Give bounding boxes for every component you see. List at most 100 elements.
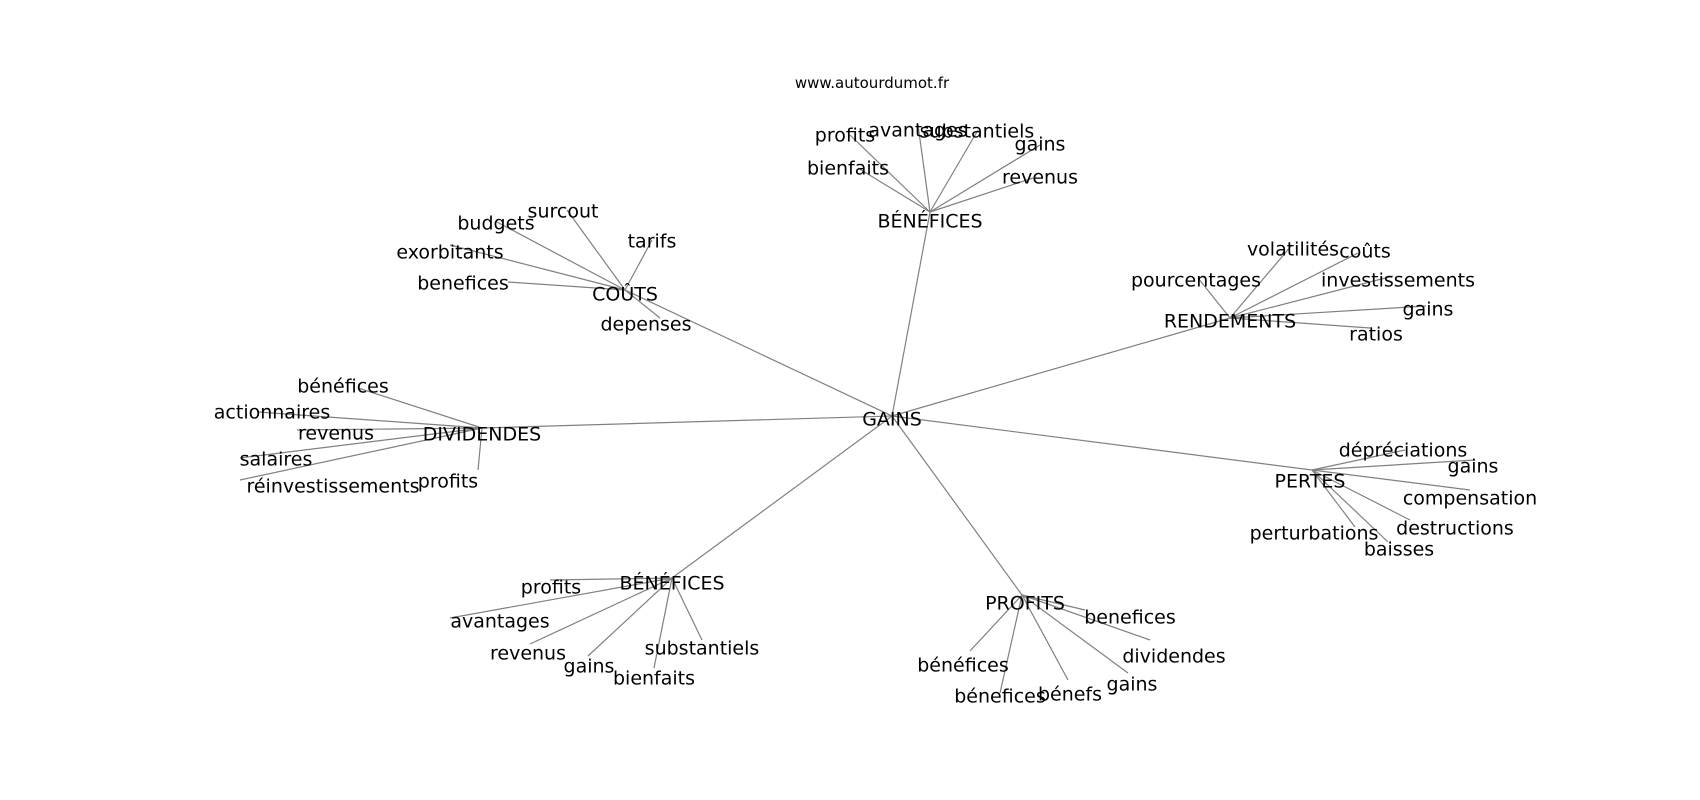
edge-hub-to-leaf (1021, 594, 1151, 641)
edge-hub-to-leaf (1311, 449, 1406, 471)
edge-hub-to-leaf (1229, 244, 1293, 319)
leaf-node-label: bénéfices (297, 376, 388, 398)
leaf-node-label: substantiels (920, 121, 1035, 143)
edge-hub-to-leaf (549, 577, 673, 581)
leaf-node-label: avantages (868, 120, 967, 142)
leaf-node-label: revenus (490, 643, 566, 665)
leaf-node-label: profits (418, 471, 478, 493)
leaf-node-label: bénefs (1038, 684, 1102, 706)
hub-node-label: PROFITS (985, 593, 1065, 615)
leaf-node-label: actionnaires (214, 402, 330, 424)
hub-node-label: BÉNÉFICES (619, 572, 724, 595)
edge-hub-to-leaf (257, 411, 483, 429)
leaf-node-label: avantages (450, 611, 549, 633)
hub-node-label: PERTES (1275, 471, 1346, 493)
edge-root-to-hub (891, 415, 1023, 596)
edge-hub-to-leaf (1197, 277, 1231, 319)
edge-hub-to-leaf (1229, 275, 1394, 319)
edge-root-to-hub (891, 211, 931, 417)
edge-hub-to-leaf (999, 594, 1023, 694)
edge-hub-to-leaf (929, 144, 1041, 213)
edge-hub-to-leaf (969, 594, 1023, 652)
edge-hub-to-leaf (624, 289, 661, 319)
leaf-node-label: bénefices (954, 686, 1045, 708)
leaf-node-label: profits (521, 577, 581, 599)
leaf-node-label: perturbations (1250, 523, 1379, 545)
leaf-node-label: bienfaits (807, 158, 889, 180)
edge-hub-to-leaf (857, 167, 931, 213)
edge-hub-to-leaf (529, 577, 673, 645)
hub-node-label: COÛTS (592, 282, 658, 306)
leaf-node-label: investissements (1321, 270, 1475, 292)
leaf-node-label: baisses (1364, 539, 1434, 561)
edge-hub-to-leaf (653, 577, 673, 669)
edge-hub-to-leaf (507, 281, 626, 291)
leaf-node-label: réinvestissements (246, 476, 419, 498)
edge-hub-to-leaf (1311, 469, 1471, 491)
leaf-node-label: coûts (1339, 241, 1390, 263)
edge-root-to-hub (891, 317, 1231, 417)
leaf-node-label: destructions (1396, 518, 1514, 540)
edge-hub-to-leaf (624, 239, 653, 291)
leaf-node-label: gains (564, 656, 615, 678)
edge-hub-to-leaf (449, 244, 626, 291)
edge-hub-to-leaf (449, 577, 673, 619)
edge-hub-to-leaf (357, 387, 483, 429)
leaf-node-label: surcout (528, 201, 599, 223)
leaf-node-label: tarifs (628, 231, 677, 253)
leaf-node-label: ratios (1349, 324, 1403, 346)
leaf-node-label: revenus (1002, 167, 1078, 189)
leaf-node-label: volatilités (1247, 239, 1339, 261)
edge-hub-to-leaf (1021, 594, 1129, 674)
edge-hub-to-leaf (849, 134, 931, 213)
edge-hub-to-leaf (496, 221, 626, 291)
edge-hub-to-leaf (239, 427, 483, 481)
cluster-nodes: BÉNÉFICESprofitsavantagessubstantielsgai… (214, 120, 1537, 708)
edge-hub-to-leaf (477, 427, 483, 471)
edge-root-to-hub (891, 415, 1313, 471)
leaf-node-label: dividendes (1122, 646, 1225, 668)
edge-hub-to-leaf (1311, 469, 1389, 543)
hub-node-label: BÉNÉFICES (877, 210, 982, 233)
edge-hub-to-leaf (239, 427, 483, 459)
edge-root-to-hub (481, 415, 893, 429)
leaf-node-label: bienfaits (613, 668, 695, 690)
edge-hub-to-leaf (1311, 469, 1411, 521)
leaf-node-label: exorbitants (396, 242, 503, 264)
graph-edges (239, 124, 1476, 694)
edge-hub-to-leaf (929, 177, 1034, 213)
edge-root-to-hub (671, 415, 893, 579)
leaf-node-label: profits (815, 125, 875, 147)
hub-node-label: DIVIDENDES (423, 424, 541, 446)
edge-hub-to-leaf (1021, 594, 1069, 681)
edge-hub-to-leaf (1229, 252, 1359, 319)
leaf-node-label: gains (1015, 134, 1066, 156)
leaf-node-label: gains (1403, 299, 1454, 321)
edge-root-to-hub (624, 289, 893, 417)
leaf-node-label: pourcentages (1131, 270, 1261, 292)
leaf-node-label: benefices (1084, 607, 1175, 629)
leaf-node-label: budgets (457, 213, 534, 235)
leaf-node-label: substantiels (645, 638, 760, 660)
source-url: www.autourdumot.fr (795, 74, 950, 92)
edge-hub-to-leaf (587, 577, 673, 657)
edge-hub-to-leaf (1311, 459, 1476, 471)
leaf-node-label: gains (1448, 456, 1499, 478)
leaf-node-label: revenus (298, 423, 374, 445)
hub-node-label: RENDEMENTS (1164, 311, 1296, 333)
root-node-label: GAINS (862, 409, 922, 431)
leaf-node-label: compensation (1403, 488, 1537, 510)
leaf-node-label: benefices (417, 273, 508, 295)
leaf-node-label: salaires (240, 449, 313, 471)
edge-hub-to-leaf (929, 129, 979, 213)
leaf-node-label: bénéfices (917, 655, 1008, 677)
edge-hub-to-leaf (566, 209, 626, 291)
edge-hub-to-leaf (1229, 305, 1427, 319)
edge-hub-to-leaf (1021, 594, 1086, 611)
leaf-node-label: depenses (600, 314, 691, 336)
edge-hub-to-leaf (917, 124, 931, 213)
leaf-node-label: gains (1107, 674, 1158, 696)
edge-hub-to-leaf (671, 577, 703, 641)
edge-hub-to-leaf (1311, 469, 1356, 528)
